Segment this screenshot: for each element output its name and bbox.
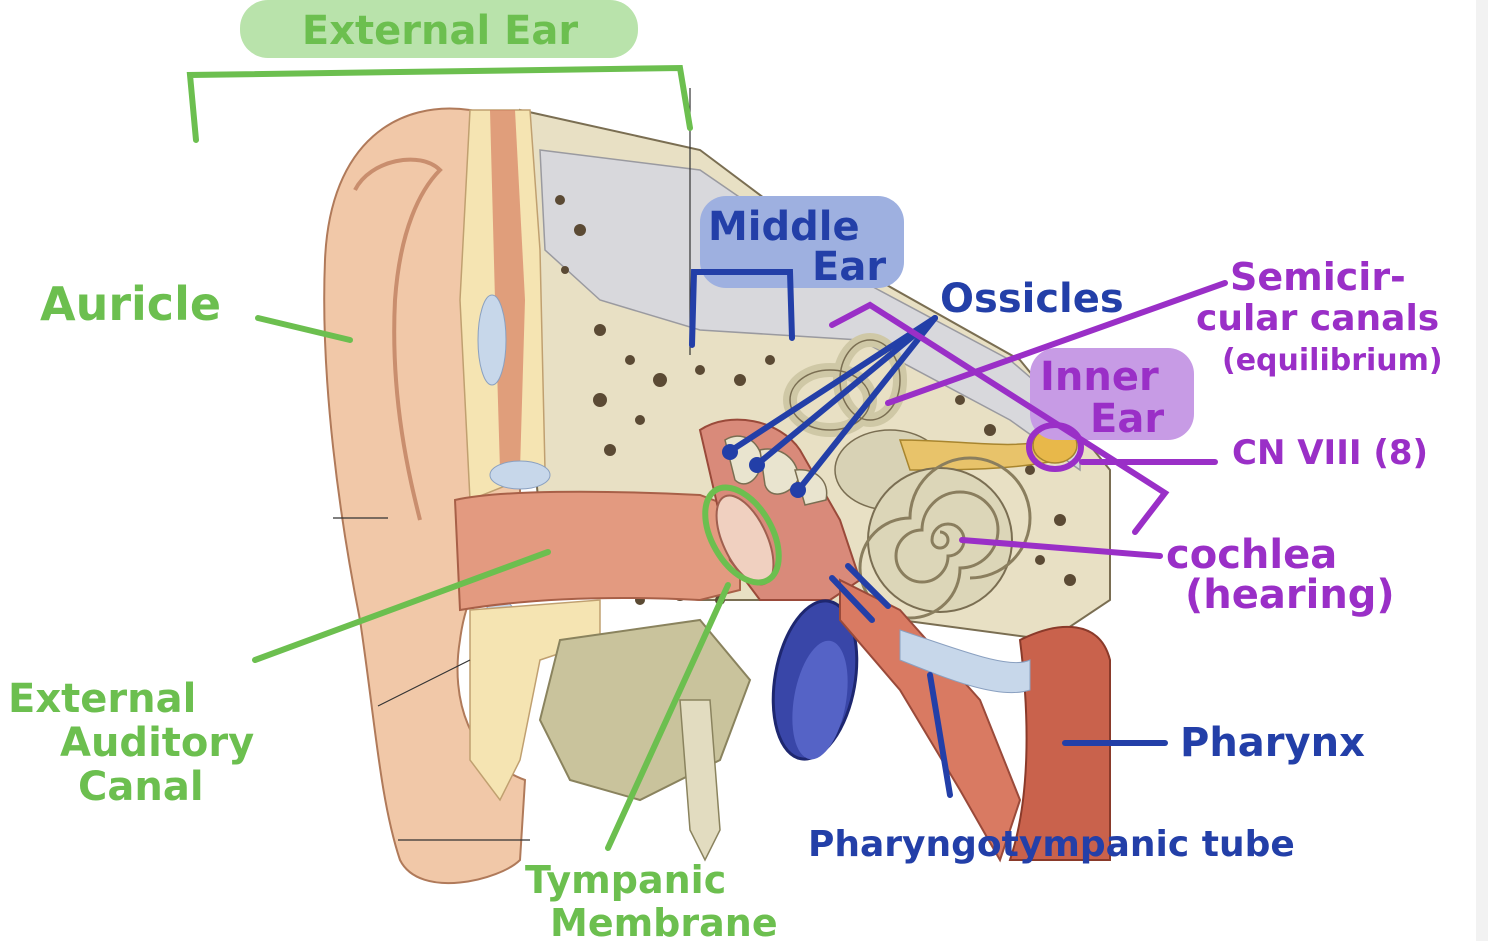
semicircular-label-line3: (equilibrium) xyxy=(1222,343,1443,378)
external-ear-label: External Ear xyxy=(302,8,579,54)
tympanic-label-line2: Membrane xyxy=(550,901,778,941)
blue-annotations xyxy=(689,269,1168,798)
external-ear-bracket xyxy=(186,64,693,143)
tympanic-pointer xyxy=(605,582,731,851)
cochlea-pointer xyxy=(959,537,1163,559)
middle-ear-highlight xyxy=(700,196,904,288)
middle-ear-label-line1: Middle xyxy=(708,204,860,250)
tympanic-circle xyxy=(702,484,782,586)
inner-ear-label-line2: Ear xyxy=(1090,396,1164,442)
pharyngotympanic-label: Pharyngotympanic tube xyxy=(808,824,1295,865)
auricle-helix xyxy=(353,157,443,521)
middle-ear-bracket xyxy=(689,269,795,348)
ossicles-label: Ossicles xyxy=(940,276,1124,322)
semicircular-label-line1: Semicir- xyxy=(1230,255,1406,299)
pharynx-shape xyxy=(1008,625,1111,861)
external-ear-highlight xyxy=(240,0,638,58)
cartilage-pocket-middle xyxy=(489,460,551,490)
middle-ear-label-line2: Ear xyxy=(812,244,886,290)
inner-ear-bracket xyxy=(829,301,1170,535)
pharynx-label: Pharynx xyxy=(1180,720,1365,766)
blood-vessel-lumen xyxy=(792,640,848,760)
cn8-label: CN VIII (8) xyxy=(1232,433,1428,473)
inner-ear-highlight xyxy=(1030,348,1194,440)
auricle-label: Auricle xyxy=(40,277,221,331)
cn8-circle xyxy=(1026,422,1084,472)
cochlea-label-line1: cochlea xyxy=(1166,532,1337,578)
ossicles-pointer-1 xyxy=(732,315,938,451)
external-canal-label-line1: External xyxy=(8,676,196,722)
pharyngotympanic-marker-2 xyxy=(845,563,891,609)
pharyngotympanic-pointer xyxy=(927,672,953,798)
external-canal-label-line3: Canal xyxy=(78,764,204,810)
green-annotations xyxy=(186,64,782,851)
anatomy-illustration xyxy=(323,88,1111,884)
external-canal-label-line2: Auditory xyxy=(60,720,254,766)
auricle-pointer xyxy=(255,315,353,343)
external-auditory-canal xyxy=(453,490,741,612)
purple-annotations xyxy=(829,280,1228,559)
ossicles-pointer-3 xyxy=(797,315,938,491)
ossicles-pointer-2 xyxy=(757,315,938,465)
semicircular-label-line2: cular canals xyxy=(1196,298,1439,339)
ossicle-dots xyxy=(722,444,806,498)
pharyngotympanic-marker-1 xyxy=(829,575,875,623)
cochlea-spiral xyxy=(858,456,1032,620)
inner-ear-label-line1: Inner xyxy=(1040,354,1159,400)
styloid-process xyxy=(679,699,721,862)
external-canal-pointer xyxy=(252,549,551,663)
semicircular-pointer xyxy=(885,280,1228,406)
page-scrollbar[interactable] xyxy=(1476,0,1488,941)
tympanic-label-line1: Tympanic xyxy=(525,858,726,902)
mucosa-layer xyxy=(899,629,1031,694)
cochlea-label-line2: (hearing) xyxy=(1185,572,1395,618)
cartilage-pocket-upper xyxy=(477,294,507,386)
